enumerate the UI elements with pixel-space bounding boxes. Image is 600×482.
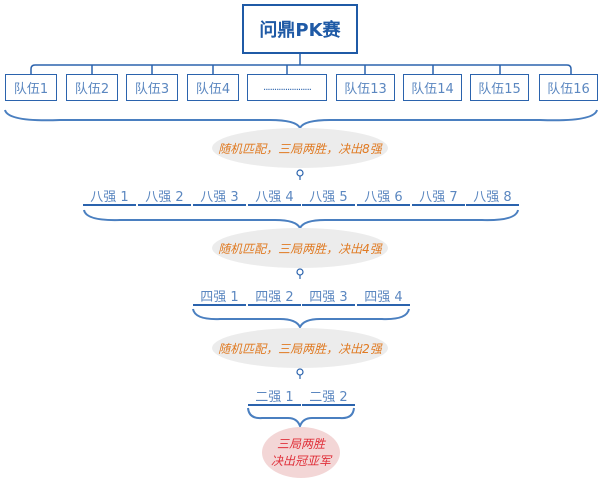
slot-top4: 四强 1 [193, 286, 246, 306]
slot-top8: 八强 6 [357, 186, 410, 206]
slot-top8: 八强 7 [412, 186, 465, 206]
final-node: 三局两胜 决出冠亚军 [262, 427, 340, 478]
slot-top4: 四强 2 [248, 286, 301, 306]
team-box: 队伍16 [539, 74, 598, 101]
team-box: 队伍4 [187, 74, 239, 101]
round-rule-1: 随机匹配，三局两胜，决出8强 [212, 128, 388, 168]
team-box-ellipsis: ...................... [247, 74, 327, 101]
slot-top8: 八强 5 [302, 186, 355, 206]
pin-icons [296, 169, 304, 379]
slot-top8: 八强 2 [138, 186, 191, 206]
team-box: 队伍3 [126, 74, 178, 101]
team-box: 队伍13 [336, 74, 395, 101]
tournament-title: 问鼎PK赛 [242, 4, 358, 54]
final-line-1: 三局两胜 [276, 436, 325, 451]
slot-top8: 八强 8 [466, 186, 519, 206]
team-box: 队伍2 [66, 74, 118, 101]
round-rule-2: 随机匹配，三局两胜，决出4强 [212, 228, 388, 268]
slot-top4: 四强 4 [357, 286, 410, 306]
team-box: 队伍1 [5, 74, 57, 101]
slot-top8: 八强 4 [248, 186, 301, 206]
slot-top2: 二强 1 [248, 386, 301, 406]
team-box: 队伍15 [470, 74, 529, 101]
team-box: 队伍14 [403, 74, 462, 101]
final-line-2: 决出冠亚军 [270, 453, 331, 468]
slot-top8: 八强 1 [83, 186, 136, 206]
round-rule-3: 随机匹配，三局两胜，决出2强 [212, 328, 388, 368]
slot-top4: 四强 3 [302, 286, 355, 306]
slot-top2: 二强 2 [302, 386, 355, 406]
slot-top8: 八强 3 [193, 186, 246, 206]
